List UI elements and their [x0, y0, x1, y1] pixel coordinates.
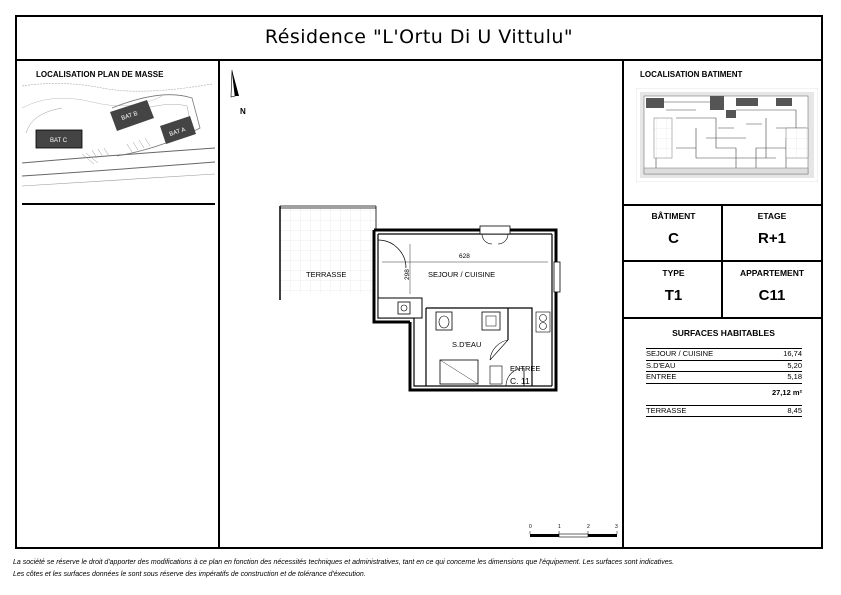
surface-name: ENTREE	[646, 372, 677, 381]
building-location-heading: LOCALISATION BATIMENT	[640, 70, 743, 79]
building-label-c: BAT C	[50, 138, 68, 144]
room-label-sdeau: S.D'EAU	[452, 340, 482, 349]
building-label-a: BAT A	[169, 127, 187, 138]
room-label-closet: C. 11	[510, 376, 530, 386]
batiment-label: BÂTIMENT	[651, 211, 696, 221]
scale-tick-0: 0	[529, 524, 532, 530]
dimension-height: 298	[404, 269, 411, 280]
north-label: N	[240, 107, 246, 116]
scale-bar: 0 1 2 3	[529, 524, 618, 538]
scale-tick-1: 1	[558, 524, 561, 530]
room-label-sejour: SEJOUR / CUISINE	[428, 270, 496, 279]
surface-name: SEJOUR / CUISINE	[646, 349, 714, 358]
surface-name: S.D'EAU	[646, 360, 676, 370]
surfaces-heading: SURFACES HABITABLES	[672, 328, 775, 338]
site-plan-map: BAT B BAT C BAT A	[22, 78, 215, 198]
surfaces-table: SEJOUR / CUISINE 16,74 S.D'EAU 5,20 ENTR…	[646, 348, 802, 417]
appartement-label: APPARTEMENT	[739, 268, 805, 278]
terrasse-name: TERRASSE	[646, 405, 687, 415]
floor-plan	[279, 205, 561, 392]
scale-tick-3: 3	[615, 524, 618, 530]
type-label: TYPE	[662, 268, 685, 278]
terrasse-value: 8,45	[787, 405, 802, 415]
type-cell: TYPE T1	[626, 268, 721, 304]
title-bar: Résidence "L'Ortu Di U Vittulu"	[15, 15, 823, 61]
batiment-cell: BÂTIMENT C	[626, 211, 721, 247]
north-arrow-icon: N	[230, 70, 246, 116]
sheet-frame	[15, 15, 823, 549]
page-title: Résidence "L'Ortu Di U Vittulu"	[264, 26, 574, 48]
building-label-b: BAT B	[121, 111, 139, 122]
room-label-terrasse: TERRASSE	[306, 270, 347, 279]
left-column-divider	[218, 61, 220, 549]
disclaimer-line-1: La société se réserve le droit d'apporte…	[13, 559, 675, 566]
surface-total: 27,12 m²	[771, 387, 802, 397]
etage-value: R+1	[758, 230, 786, 247]
info-rule-3	[622, 317, 823, 319]
batiment-value: C	[668, 230, 679, 247]
building-location-map	[636, 88, 818, 182]
surface-total-row: 27,12 m²	[646, 388, 802, 400]
surface-row: SEJOUR / CUISINE 16,74	[646, 348, 802, 361]
appartement-value: C11	[758, 287, 786, 304]
surface-value: 16,74	[783, 349, 802, 358]
right-column-divider	[622, 61, 624, 549]
surface-value: 5,18	[787, 372, 802, 381]
site-plan-bottom-rule	[22, 203, 215, 205]
etage-cell: ETAGE R+1	[723, 211, 821, 247]
disclaimer-line-2: Les côtes et les surfaces données le son…	[13, 571, 366, 578]
terrasse-row: TERRASSE 8,45	[646, 404, 802, 417]
info-center-divider	[721, 204, 723, 317]
surface-value: 5,20	[787, 360, 802, 370]
dimension-width: 628	[459, 253, 470, 260]
surface-row: ENTREE 5,18	[646, 372, 802, 384]
type-value: T1	[664, 287, 683, 304]
room-label-entree: ENTREE	[510, 364, 541, 373]
scale-tick-2: 2	[587, 524, 590, 530]
surface-row: S.D'EAU 5,20	[646, 360, 802, 372]
site-plan-heading: LOCALISATION PLAN DE MASSE	[36, 70, 164, 79]
appartement-cell: APPARTEMENT C11	[723, 268, 821, 304]
etage-label: ETAGE	[757, 211, 787, 221]
